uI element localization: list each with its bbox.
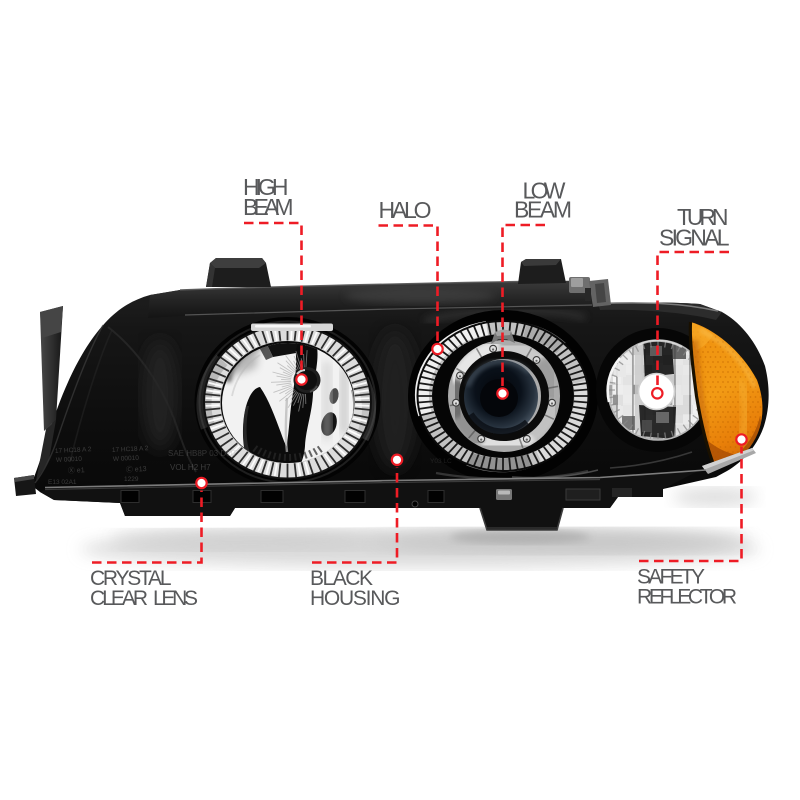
svg-text:SIGNAL: SIGNAL: [659, 225, 730, 251]
svg-text:Ⓒ e13: Ⓒ e13: [126, 465, 147, 474]
svg-text:E13 02A1: E13 02A1: [48, 479, 77, 486]
svg-text:HOUSING: HOUSING: [310, 587, 401, 610]
svg-text:BLACK: BLACK: [310, 567, 373, 590]
svg-text:W 00010: W 00010: [56, 456, 83, 464]
svg-text:SAE HB8P 03 DOT: SAE HB8P 03 DOT: [168, 449, 237, 458]
svg-text:HIGH: HIGH: [243, 174, 289, 200]
svg-text:1229: 1229: [124, 476, 139, 483]
svg-text:Y03 LC: Y03 LC: [430, 458, 452, 465]
svg-text:REFLECTOR: REFLECTOR: [637, 586, 737, 609]
svg-text:LENS: LENS: [153, 587, 198, 610]
svg-text:17 HC18 A 2: 17 HC18 A 2: [55, 446, 92, 455]
svg-text:TURN: TURN: [677, 204, 729, 230]
svg-text:BEAM: BEAM: [514, 197, 572, 223]
svg-text:VOL H2 H7: VOL H2 H7: [170, 463, 211, 472]
svg-text:W 00010: W 00010: [113, 455, 140, 463]
svg-text:HALO: HALO: [379, 197, 432, 223]
svg-text:BEAM: BEAM: [243, 194, 294, 220]
svg-text:LOW: LOW: [523, 178, 566, 204]
svg-text:SAFETY: SAFETY: [637, 566, 705, 589]
svg-text:Ⓧ e1: Ⓧ e1: [68, 466, 85, 475]
svg-text:CRYSTAL: CRYSTAL: [90, 567, 172, 590]
svg-text:CLEAR: CLEAR: [90, 587, 148, 610]
svg-text:17 HC18 A 2: 17 HC18 A 2: [112, 445, 149, 454]
